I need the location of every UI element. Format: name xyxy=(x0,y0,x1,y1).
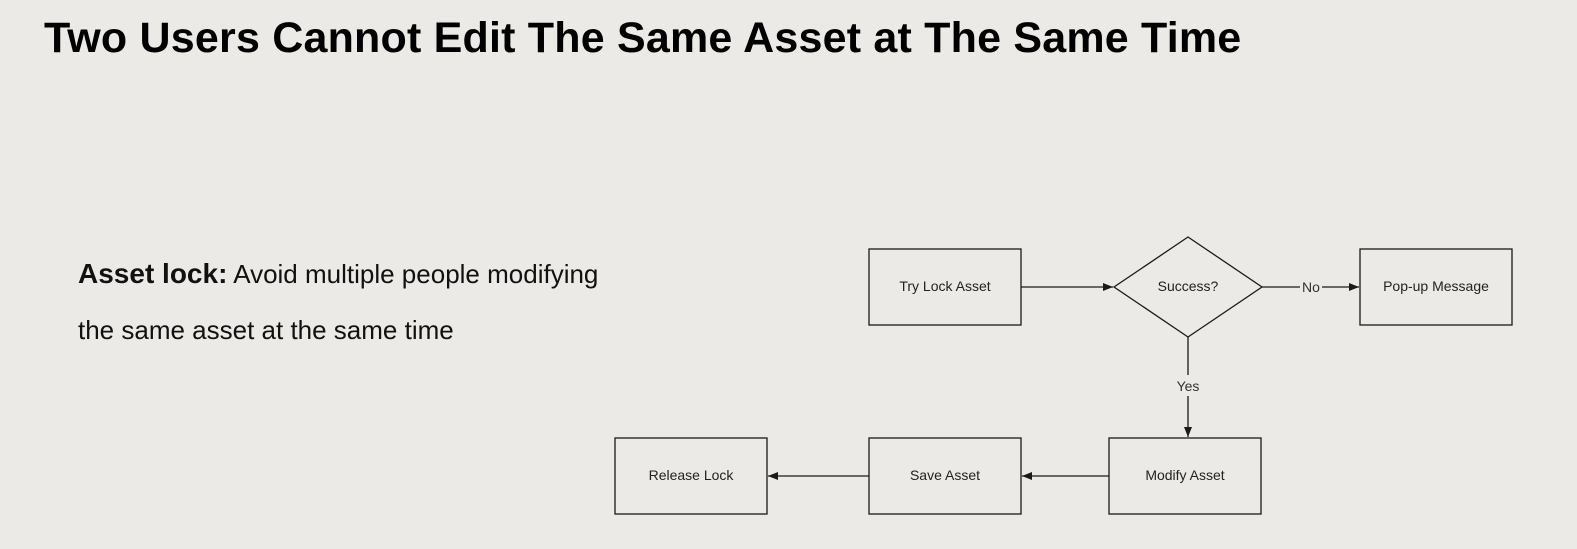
description-text: Asset lock: Avoid multiple people modify… xyxy=(78,246,618,358)
node-release-lock: Release Lock xyxy=(614,437,768,515)
node-save-asset: Save Asset xyxy=(868,437,1022,515)
node-release-lock-label: Release Lock xyxy=(649,467,735,483)
node-modify-asset: Modify Asset xyxy=(1108,437,1262,515)
edge-success-to-modify: Yes xyxy=(1177,337,1200,437)
node-try-lock-asset: Try Lock Asset xyxy=(868,248,1022,326)
node-save-asset-label: Save Asset xyxy=(910,467,980,483)
edge-no-label: No xyxy=(1302,279,1320,295)
node-success-decision: Success? xyxy=(1112,236,1264,338)
node-popup-message-label: Pop-up Message xyxy=(1383,278,1489,294)
node-try-lock-asset-label: Try Lock Asset xyxy=(899,278,990,294)
node-success-label: Success? xyxy=(1158,278,1219,294)
edge-yes-label: Yes xyxy=(1177,378,1200,394)
node-popup-message: Pop-up Message xyxy=(1359,248,1513,326)
edge-success-to-popup: No xyxy=(1262,279,1359,295)
node-modify-asset-label: Modify Asset xyxy=(1145,467,1224,483)
slide-title: Two Users Cannot Edit The Same Asset at … xyxy=(44,14,1242,62)
description-term: Asset lock: xyxy=(78,258,228,289)
description-body: Avoid multiple people modifying the same… xyxy=(78,259,599,345)
